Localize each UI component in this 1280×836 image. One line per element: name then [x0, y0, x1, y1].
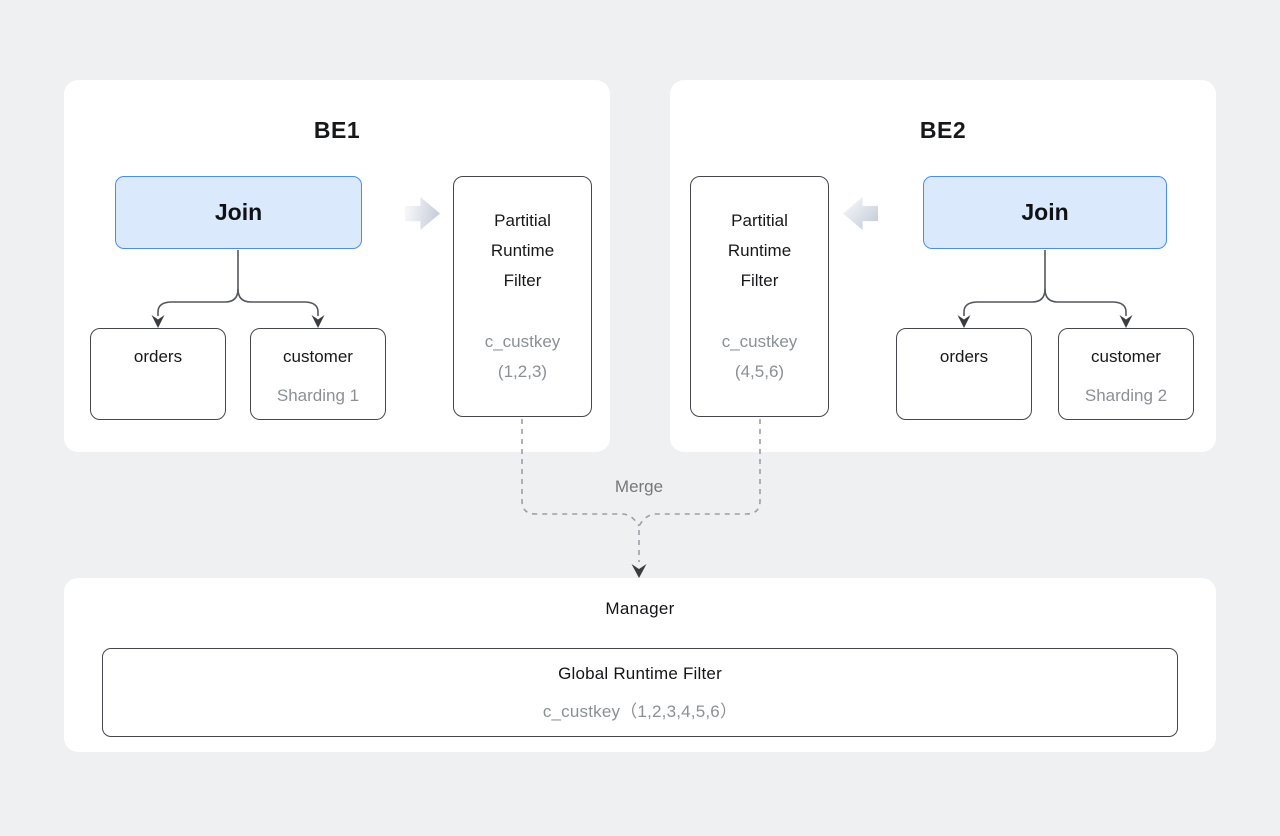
be2-panel: BE2 Partitial Runtime Filter c_custkey (… — [670, 80, 1216, 452]
be1-filter-line2: Runtime — [490, 241, 555, 260]
be2-filter-line3: Filter — [740, 271, 779, 290]
be1-panel: BE1 Join orders customer Sharding 1 Part… — [64, 80, 610, 452]
be2-filter-key-block: c_custkey (4,5,6) — [691, 327, 828, 387]
be2-orders-label: orders — [939, 347, 989, 366]
be2-filter-key: c_custkey — [721, 332, 798, 351]
be1-filter-key-block: c_custkey (1,2,3) — [454, 327, 591, 387]
be1-orders-label: orders — [133, 347, 183, 366]
be1-customer-node: customer Sharding 1 — [250, 328, 386, 420]
global-filter-key: c_custkey（1,2,3,4,5,6） — [542, 701, 738, 721]
be1-sharding-label: Sharding 1 — [276, 386, 360, 405]
be2-customer-node: customer Sharding 2 — [1058, 328, 1194, 420]
manager-panel: Manager Global Runtime Filter c_custkey（… — [64, 578, 1216, 752]
global-filter-title: Global Runtime Filter — [558, 663, 722, 683]
be2-join-label: Join — [1021, 199, 1069, 225]
be1-title: BE1 — [313, 117, 361, 143]
be1-filter-line3: Filter — [503, 271, 542, 290]
be2-partial-runtime-filter-node: Partitial Runtime Filter c_custkey (4,5,… — [690, 176, 829, 417]
be1-customer-label: customer — [283, 347, 353, 366]
global-runtime-filter-node: Global Runtime Filter c_custkey（1,2,3,4,… — [102, 648, 1178, 737]
be2-orders-node: orders — [896, 328, 1032, 420]
be1-partial-runtime-filter-node: Partitial Runtime Filter c_custkey (1,2,… — [453, 176, 592, 417]
be2-sharding-label: Sharding 2 — [1084, 386, 1168, 405]
be2-filter-line1: Partitial — [731, 211, 788, 230]
be2-filter-line2: Runtime — [727, 241, 792, 260]
be2-join-node: Join — [923, 176, 1167, 249]
manager-title: Manager — [605, 599, 675, 618]
be2-filter-values: (4,5,6) — [734, 362, 785, 381]
be1-filter-line1: Partitial — [494, 211, 551, 230]
be1-filter-key: c_custkey — [484, 332, 561, 351]
be2-title: BE2 — [919, 117, 967, 143]
merge-label: Merge — [614, 477, 664, 496]
be1-filter-values: (1,2,3) — [497, 362, 548, 381]
be1-join-label: Join — [214, 199, 263, 225]
be2-customer-label: customer — [1091, 347, 1161, 366]
be1-orders-node: orders — [90, 328, 226, 420]
be1-join-node: Join — [115, 176, 362, 249]
merge-arrowhead-icon — [631, 564, 647, 578]
